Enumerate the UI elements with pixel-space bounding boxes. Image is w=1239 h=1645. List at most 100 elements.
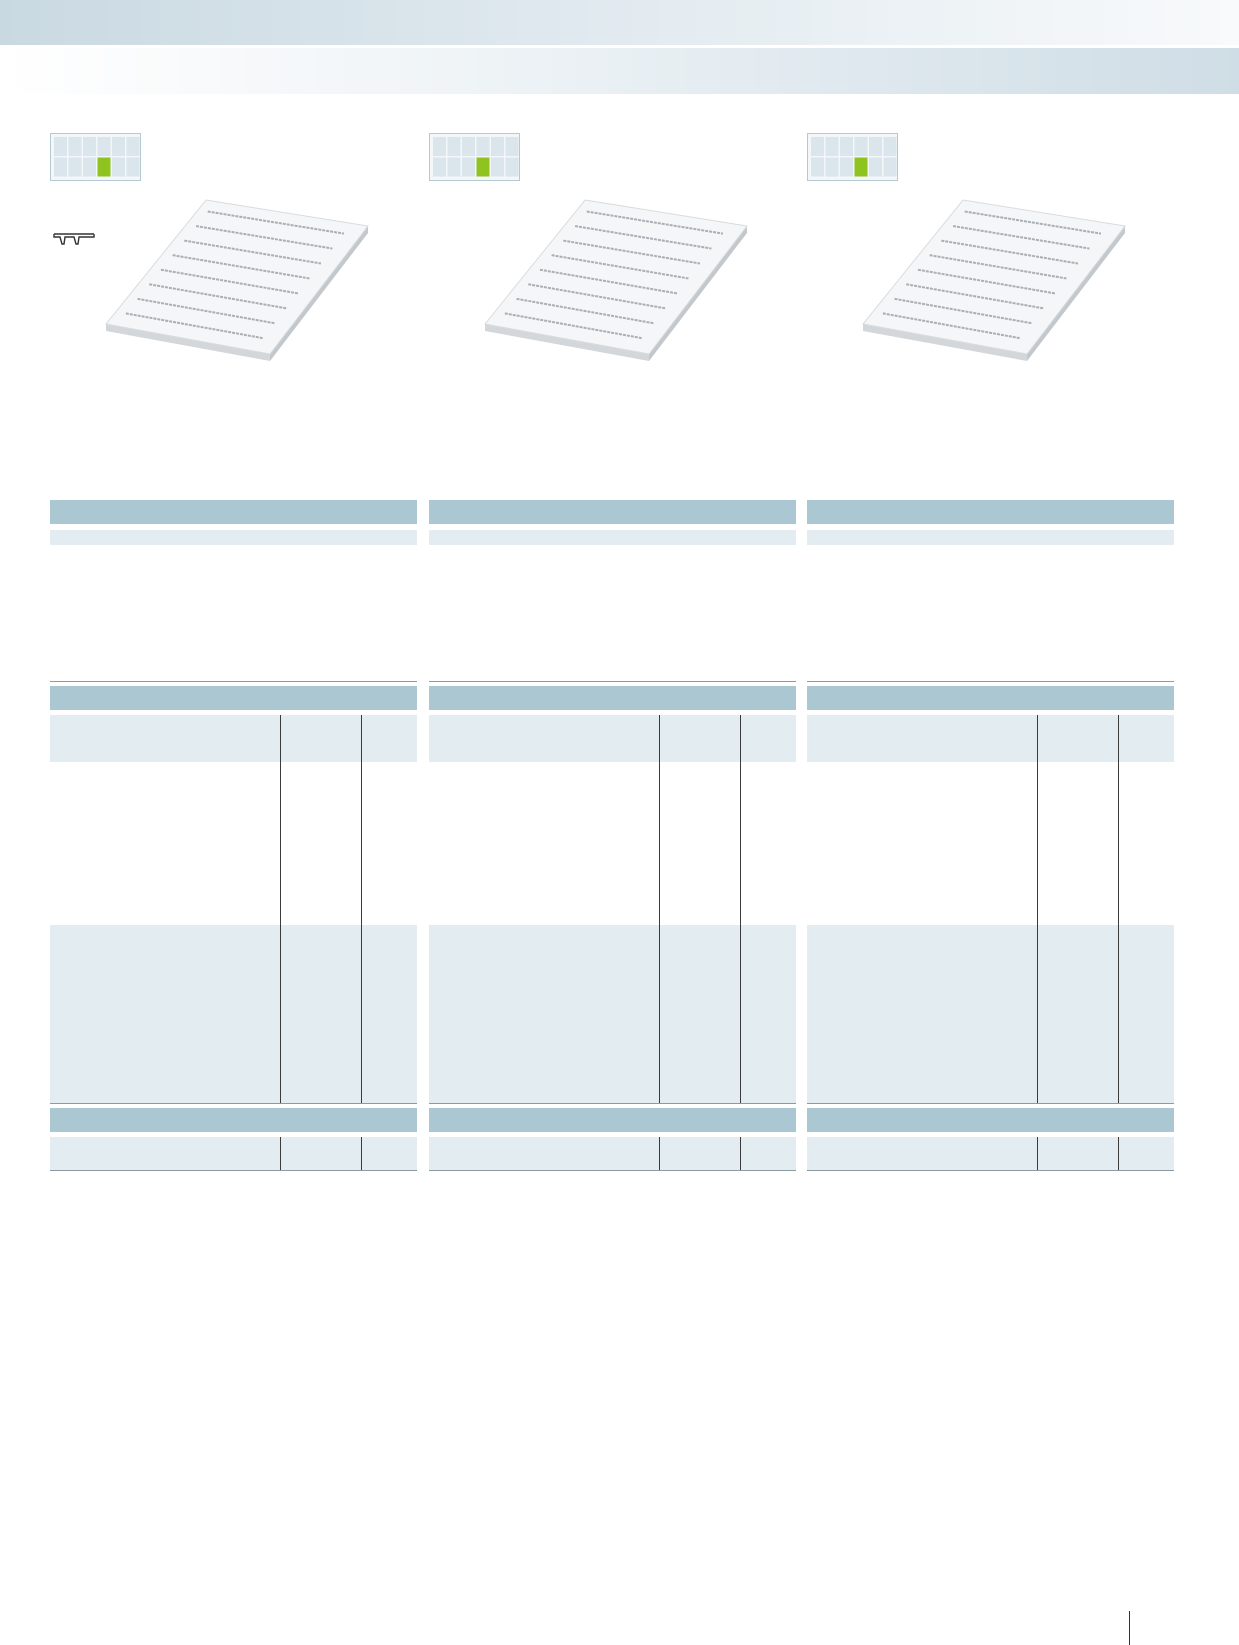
grid-cell xyxy=(840,137,853,156)
marker-strip xyxy=(539,268,678,295)
grid-cell xyxy=(825,157,839,177)
marker-strip xyxy=(952,225,1090,250)
marker-strip xyxy=(929,254,1067,280)
card-surface xyxy=(484,199,748,355)
accessories-table xyxy=(429,1137,796,1173)
table-row xyxy=(429,715,796,762)
grid-cell-active xyxy=(476,157,490,177)
ordering-data-subheader xyxy=(807,530,1174,545)
card-edge xyxy=(863,324,1027,361)
technical-data-header xyxy=(807,686,1174,710)
product-column-2 xyxy=(429,0,796,1645)
table-row xyxy=(807,715,1174,762)
marker-strip xyxy=(516,297,655,325)
card-surface xyxy=(862,199,1126,355)
grid-cell xyxy=(68,157,82,177)
grid-cell xyxy=(869,137,882,156)
grid-cell xyxy=(840,157,853,177)
marker-strip xyxy=(906,283,1044,310)
table-row xyxy=(50,925,417,1103)
table-row xyxy=(429,1137,796,1170)
accessories-table xyxy=(50,1137,417,1173)
grid-cell xyxy=(491,137,504,156)
grid-cell xyxy=(447,137,461,156)
position-grid-icon xyxy=(50,133,141,181)
marker-strip xyxy=(574,225,712,250)
grid-cell xyxy=(811,137,824,156)
marker-strip xyxy=(207,210,345,235)
marker-strip xyxy=(125,312,264,340)
grid-cell xyxy=(811,157,824,177)
grid-cell xyxy=(112,137,125,156)
card-edge xyxy=(270,226,368,361)
marker-profile-icon xyxy=(53,233,95,245)
ordering-data-header xyxy=(429,500,796,524)
grid-cell xyxy=(447,157,461,177)
top-banner xyxy=(0,0,1239,45)
marker-strip xyxy=(586,210,724,235)
card-edge xyxy=(106,324,270,361)
ordering-data-subheader xyxy=(50,530,417,545)
grid-cell xyxy=(825,137,839,156)
card-edge xyxy=(649,226,747,361)
card-surface xyxy=(105,199,369,355)
section-rule xyxy=(807,681,1174,682)
marker-strip xyxy=(964,210,1102,235)
card-edge xyxy=(485,324,649,361)
marker-strip xyxy=(504,312,643,340)
marker-strip xyxy=(941,239,1079,265)
grid-cell xyxy=(68,137,82,156)
marker-strip xyxy=(137,297,276,325)
product-column-3 xyxy=(807,0,1174,1645)
accessories-table xyxy=(807,1137,1174,1173)
section-rule xyxy=(429,681,796,682)
grid-cell xyxy=(126,157,140,177)
table-row xyxy=(429,925,796,1103)
table-row xyxy=(807,1137,1174,1170)
grid-cell xyxy=(869,157,882,177)
accessories-header xyxy=(807,1108,1174,1132)
technical-data-header xyxy=(429,686,796,710)
technical-data-table xyxy=(50,715,417,1105)
table-row xyxy=(50,1137,417,1170)
grid-cell xyxy=(126,137,140,156)
technical-data-table xyxy=(429,715,796,1105)
grid-cell xyxy=(97,137,111,156)
marker-card-image xyxy=(484,199,748,361)
marker-strip xyxy=(172,254,310,280)
grid-cell xyxy=(491,157,504,177)
marker-strip xyxy=(149,283,287,310)
grid-cell xyxy=(83,157,96,177)
marker-strip xyxy=(160,268,299,295)
section-rule xyxy=(50,681,417,682)
grid-cell xyxy=(505,137,519,156)
marker-strip xyxy=(882,312,1021,340)
marker-card-image xyxy=(862,199,1126,361)
grid-cell xyxy=(54,137,67,156)
grid-cell xyxy=(112,157,125,177)
position-grid-icon xyxy=(807,133,898,181)
marker-strip xyxy=(195,225,333,250)
grid-cell xyxy=(54,157,67,177)
grid-cell xyxy=(433,137,446,156)
grid-cell xyxy=(854,137,868,156)
table-row xyxy=(807,925,1174,1103)
ordering-data-header xyxy=(807,500,1174,524)
technical-data-header xyxy=(50,686,417,710)
marker-strip xyxy=(551,254,689,280)
grid-cell xyxy=(883,157,897,177)
grid-cell xyxy=(433,157,446,177)
grid-cell xyxy=(883,137,897,156)
ordering-data-subheader xyxy=(429,530,796,545)
table-row xyxy=(50,715,417,762)
card-edge xyxy=(1027,226,1125,361)
marker-card-image xyxy=(105,199,369,361)
marker-strip xyxy=(528,283,666,310)
grid-cell xyxy=(83,137,96,156)
grid-cell xyxy=(476,137,490,156)
grid-cell-active xyxy=(854,157,868,177)
grid-cell xyxy=(462,157,475,177)
marker-strip xyxy=(917,268,1056,295)
position-grid-icon xyxy=(429,133,520,181)
grid-cell-active xyxy=(97,157,111,177)
